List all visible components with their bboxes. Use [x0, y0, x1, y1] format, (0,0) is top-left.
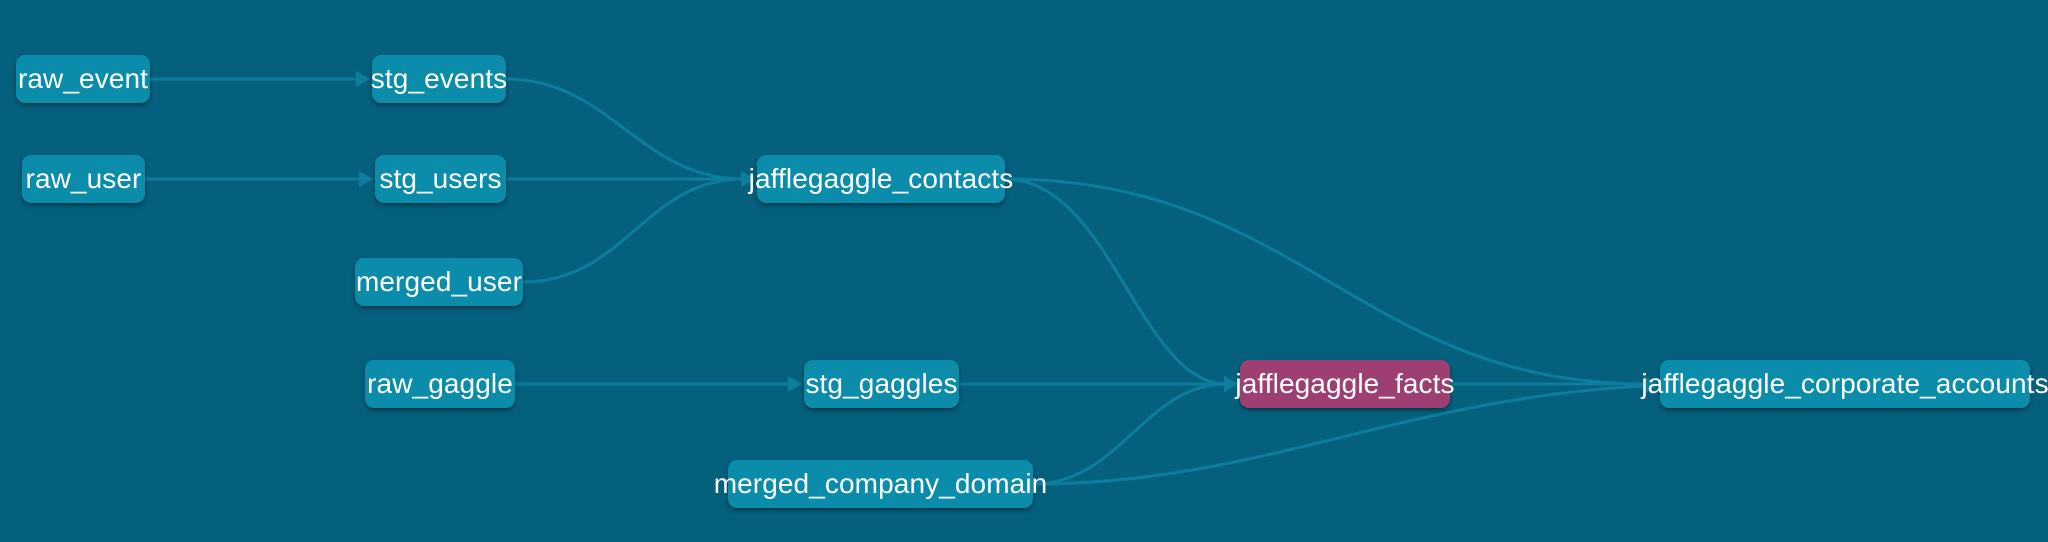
graph-node-stg_gaggles[interactable]: stg_gaggles: [804, 360, 959, 408]
graph-node-jafflegaggle_facts[interactable]: jafflegaggle_facts: [1235, 360, 1455, 408]
graph-node-label: merged_company_domain: [713, 468, 1048, 499]
graph-node-merged_company_domain[interactable]: merged_company_domain: [714, 460, 1047, 508]
graph-node-label: jafflegaggle_corporate_accounts: [1641, 368, 2048, 399]
graph-node-stg_users[interactable]: stg_users: [375, 155, 506, 203]
graph-node-label: merged_user: [355, 266, 523, 297]
graph-node-jafflegaggle_contacts[interactable]: jafflegaggle_contacts: [749, 155, 1013, 203]
graph-node-label: jafflegaggle_contacts: [748, 163, 1014, 194]
graph-node-stg_events[interactable]: stg_events: [370, 55, 508, 103]
graph-node-label: stg_users: [379, 163, 502, 194]
graph-node-label: jafflegaggle_facts: [1235, 368, 1455, 399]
graph-node-raw_user[interactable]: raw_user: [22, 155, 145, 203]
graph-node-label: stg_events: [370, 63, 508, 94]
graph-node-jafflegaggle_corporate_accounts[interactable]: jafflegaggle_corporate_accounts: [1641, 360, 2048, 408]
graph-node-label: raw_event: [17, 63, 149, 94]
graph-node-merged_user[interactable]: merged_user: [355, 258, 523, 306]
graph-node-raw_gaggle[interactable]: raw_gaggle: [365, 360, 515, 408]
graph-node-label: raw_user: [25, 163, 142, 194]
graph-node-raw_event[interactable]: raw_event: [16, 55, 150, 103]
graph-node-label: stg_gaggles: [805, 368, 958, 399]
graph-node-label: raw_gaggle: [367, 368, 513, 399]
